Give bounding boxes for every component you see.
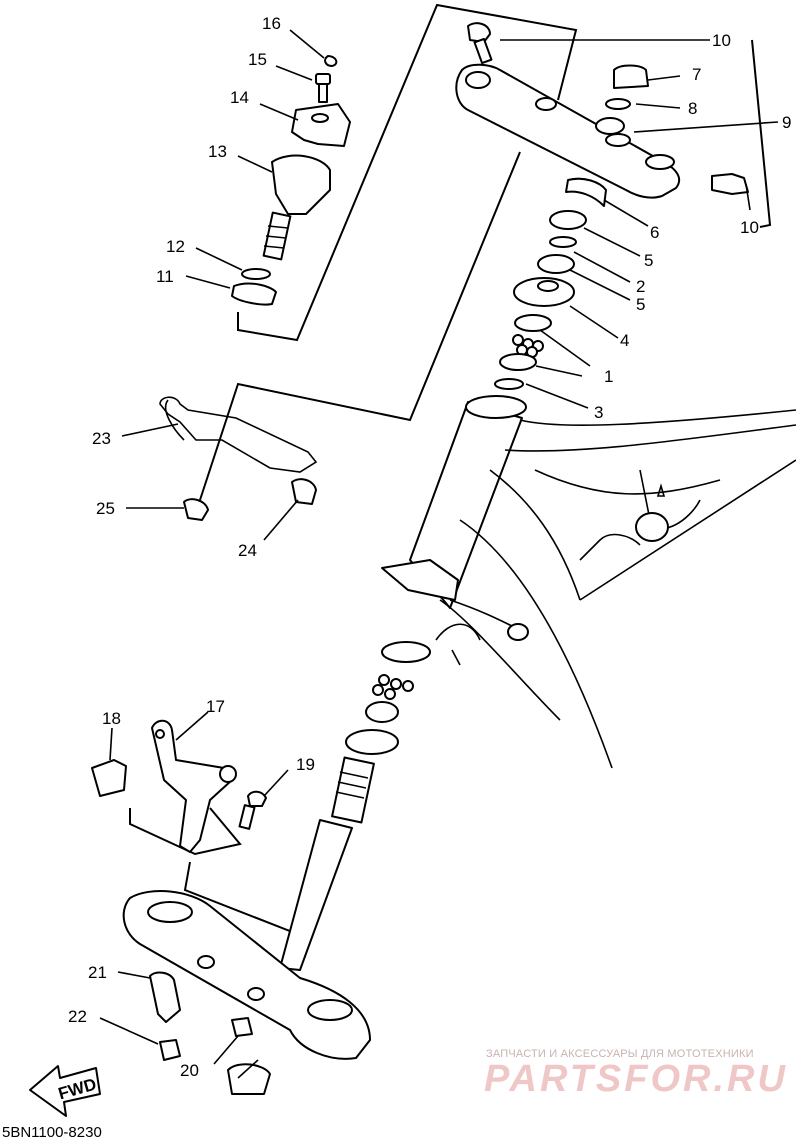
diagram-code: 5BN1100-8230 (2, 1124, 102, 1141)
under-bracket (122, 819, 371, 1095)
callout-4: 4 (620, 331, 629, 350)
callout-20: 20 (180, 1061, 199, 1080)
callout-10-bottom: 10 (740, 218, 759, 237)
upper-handlebar-holder (231, 55, 351, 306)
callout-21: 21 (88, 963, 107, 982)
callout-12: 12 (166, 237, 185, 256)
stay-bracket (91, 719, 267, 853)
callout-2: 2 (636, 277, 645, 296)
callout-25: 25 (96, 499, 115, 518)
callout-13: 13 (208, 142, 227, 161)
watermark-tagline: ЗАПЧАСТИ И АКСЕССУАРЫ ДЛЯ МОТОТЕХНИКИ (486, 1048, 754, 1060)
callout-10-top: 10 (712, 31, 731, 50)
callout-11: 11 (156, 267, 174, 286)
callout-19: 19 (296, 755, 315, 774)
callout-5-upper: 5 (644, 251, 653, 270)
watermark-brand: PARTSFOR.RU (484, 1058, 788, 1100)
group-outlines (129, 3, 772, 936)
callout-24: 24 (238, 541, 257, 560)
callout-17: 17 (206, 697, 225, 716)
callout-22: 22 (68, 1007, 87, 1026)
callout-9: 9 (782, 113, 791, 132)
lower-bearing-parts (331, 641, 431, 824)
callout-6: 6 (650, 223, 659, 242)
upper-bracket (455, 22, 749, 199)
callout-15: 15 (248, 50, 267, 69)
callout-18: 18 (102, 709, 121, 728)
cable-clamp-and-fasteners (149, 971, 181, 1061)
bearing-stack (494, 177, 607, 390)
callout-5-lower: 5 (636, 295, 645, 314)
fwd-arrow-icon: FWD (29, 1065, 101, 1117)
callout-14: 14 (230, 88, 249, 107)
callout-8: 8 (688, 99, 697, 118)
callout-23: 23 (92, 429, 111, 448)
motorcycle-frame (381, 395, 796, 769)
callout-numbers: 16 15 14 13 12 11 10 7 8 9 10 6 5 2 5 4 … (68, 14, 791, 1080)
callout-1: 1 (604, 367, 613, 386)
callout-16: 16 (262, 14, 281, 33)
callout-7: 7 (692, 65, 701, 84)
callout-3: 3 (594, 403, 603, 422)
leader-lines (99, 29, 779, 1079)
wire-guide (159, 396, 318, 521)
